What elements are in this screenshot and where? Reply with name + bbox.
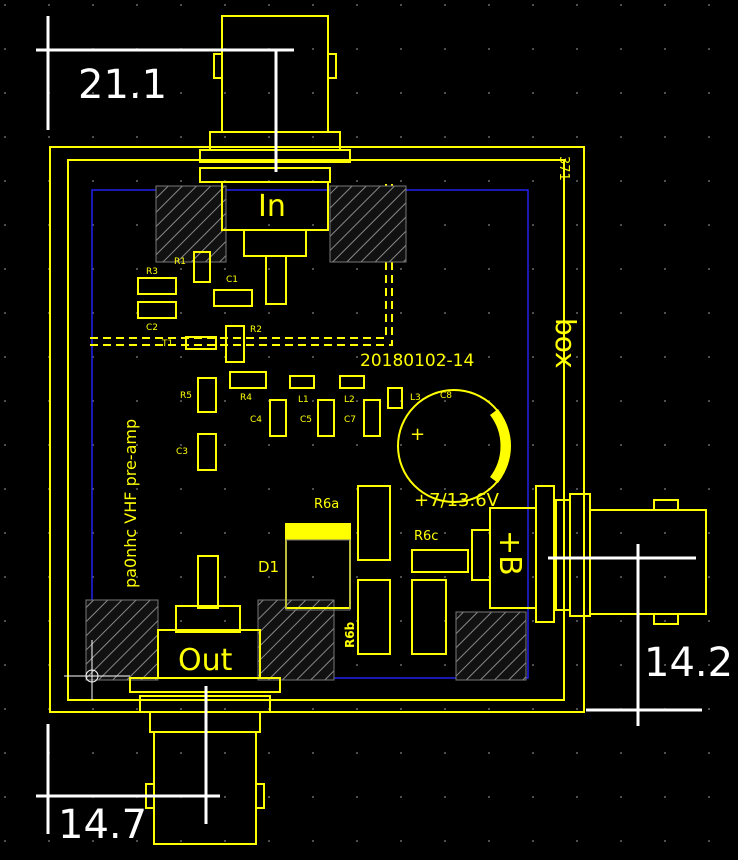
c1-body xyxy=(213,289,253,307)
label-c7: C7 xyxy=(344,415,356,425)
c3-body xyxy=(197,433,217,471)
c8-stripe xyxy=(489,408,511,484)
origin-marker xyxy=(64,640,130,700)
c4-body xyxy=(269,399,287,437)
mount-pad xyxy=(155,185,227,263)
box-outer-outline xyxy=(49,146,585,713)
t1-body xyxy=(185,336,217,350)
l1-body xyxy=(289,375,315,389)
box-inner-outline xyxy=(67,159,565,701)
label-r6b: R6b xyxy=(343,621,357,648)
dim-right-value: 14.2 xyxy=(644,640,733,686)
label-l2: L2 xyxy=(344,395,355,405)
box-label: box xyxy=(549,318,582,369)
r4-body xyxy=(229,371,267,389)
label-r5: R5 xyxy=(180,391,192,401)
c8-plus-label: + xyxy=(410,424,425,445)
power-connector xyxy=(471,485,707,625)
r1-body xyxy=(193,251,211,283)
label-r6c: R6c xyxy=(414,529,438,544)
d1-pad xyxy=(285,539,351,611)
r6c-body xyxy=(411,579,447,655)
mount-pad xyxy=(85,599,159,681)
dim-top-value: 21.1 xyxy=(78,62,167,108)
dimension-right xyxy=(548,544,702,726)
shield-line-2 xyxy=(90,180,393,346)
label-d1: D1 xyxy=(258,558,279,576)
supply-label: +7/13.6V xyxy=(414,490,500,511)
label-r2: R2 xyxy=(250,325,262,335)
mount-pad xyxy=(257,599,335,681)
l2-body xyxy=(339,375,365,389)
out-label: Out xyxy=(178,643,233,678)
in-label: In xyxy=(258,189,286,224)
plus-b-label: +B xyxy=(492,530,527,576)
l3-body xyxy=(387,387,403,409)
label-c8: C8 xyxy=(440,391,452,401)
r2-body xyxy=(225,325,245,363)
date-code: 20180102-14 xyxy=(360,351,474,371)
label-l1: L1 xyxy=(298,395,309,405)
label-r3: R3 xyxy=(146,267,158,277)
dimension-top xyxy=(36,16,294,172)
mount-pad xyxy=(329,185,407,263)
label-r6a: R6a xyxy=(314,497,339,512)
r6a-body xyxy=(357,485,391,561)
c7-body xyxy=(363,399,381,437)
c2-body xyxy=(137,301,177,319)
label-r1: R1 xyxy=(174,257,186,267)
c5-body xyxy=(317,399,335,437)
d1-band xyxy=(286,524,350,540)
label-c3: C3 xyxy=(176,447,188,457)
r3-body xyxy=(137,277,177,295)
label-c2: C2 xyxy=(146,323,158,333)
r6b-body xyxy=(357,579,391,655)
label-c4: C4 xyxy=(250,415,262,425)
label-c1: C1 xyxy=(226,275,238,285)
dimension-bottom xyxy=(36,686,220,834)
dim-bottom-value: 14.7 xyxy=(58,802,147,848)
board-title: pa0nhc VHF pre-amp xyxy=(121,419,140,588)
mount-pad xyxy=(455,611,527,681)
label-t1: T1 xyxy=(161,339,173,349)
label-c5: C5 xyxy=(300,415,312,425)
label-l3: L3 xyxy=(410,393,421,403)
r6c-pad xyxy=(411,549,469,573)
label-r4: R4 xyxy=(240,393,252,403)
r5-body xyxy=(197,377,217,413)
box-size-label: 371 xyxy=(556,156,571,181)
